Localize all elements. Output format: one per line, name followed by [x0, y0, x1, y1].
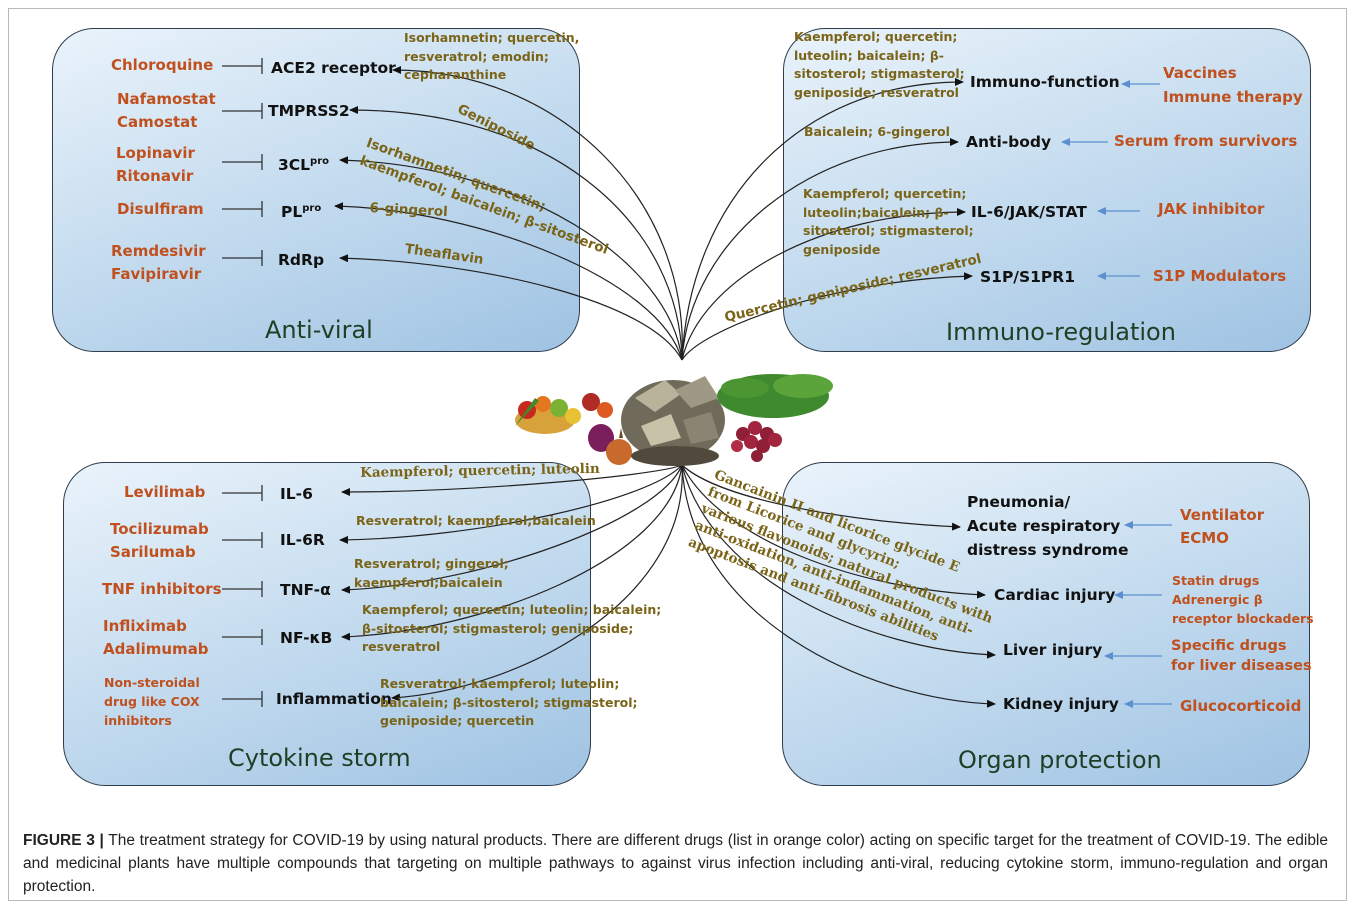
arrow-to-plpro [334, 202, 683, 361]
target-il6: IL-6 [280, 485, 313, 503]
arrow-to-pneumonia [681, 464, 961, 531]
caption-text: The treatment strategy for COVID-19 by u… [23, 832, 1329, 895]
target-ace2-receptor: ACE2 receptor [271, 59, 396, 77]
figure-frame [8, 8, 1347, 901]
drug-tnf-inhibitors: TNF inhibitors [102, 580, 222, 598]
drug-nsaid-cox-inhibitors: Non-steroidal drug like COX inhibitors [104, 675, 200, 728]
target-kidney-injury: Kidney injury [1003, 695, 1119, 713]
target-anti-body: Anti-body [966, 133, 1052, 151]
target-il6r: IL-6R [280, 531, 325, 549]
target-nf-kb: NF-κB [280, 629, 333, 647]
compounds-inflammation: Resveratrol; kaempferol; luteolin; baica… [380, 676, 638, 728]
arrow-to-cardiac [681, 464, 986, 599]
drug-jak-inhibitor: JAK inhibitor [1158, 200, 1265, 218]
target-pneumonia-ards: Pneumonia/ Acute respiratory distress sy… [967, 493, 1129, 559]
drug-camostat: Camostat [117, 113, 198, 131]
compounds-antibody: Baicalein; 6-gingerol [804, 124, 950, 139]
arrow-to-antibody [681, 138, 959, 361]
arrow-to-ace2 [392, 66, 683, 361]
arrow-to-inflammation [391, 464, 683, 702]
compounds-il6r: Resveratrol; kaempferol;baicalein [356, 513, 596, 528]
arrow-to-s1p [681, 272, 973, 361]
compounds-il6-jak-stat: Kaempferol; quercetin; luteolin;baicalei… [803, 186, 974, 257]
immuno-regulation-panel [783, 28, 1311, 352]
cytokine-storm-panel [63, 462, 591, 786]
drug-infliximab: Infliximab [103, 617, 187, 635]
compounds-nfkb: Kaempferol; quercetin; luteolin; baicale… [362, 602, 662, 654]
arrow-to-il6-jak-stat [681, 208, 966, 361]
drug-ritonavir: Ritonavir [116, 167, 194, 185]
drug-serum-from-survivors: Serum from survivors [1114, 132, 1298, 150]
drug-s1p-modulators: S1P Modulators [1153, 267, 1287, 285]
compounds-ace2: Isorhamnetin; quercetin, resveratrol; em… [404, 30, 580, 82]
target-3clpro: 3CLpro [278, 156, 330, 175]
arrow-to-nfkb [341, 464, 683, 641]
arrow-to-tnf [341, 464, 683, 594]
drug-lopinavir: Lopinavir [116, 144, 195, 162]
drug-ventilator: Ventilator [1180, 506, 1265, 524]
arrow-to-3clpro [339, 156, 683, 361]
immuno-regulation-title: Immuno-regulation [946, 318, 1176, 346]
target-tmprss2: TMPRSS2 [268, 102, 350, 120]
target-tnf-alpha: TNF-α [280, 581, 331, 599]
compounds-tnf: Resveratrol; gingerol; kaempferol;baical… [354, 556, 509, 590]
arrow-to-il6r [339, 464, 683, 544]
drug-tocilizumab: Tocilizumab [110, 520, 209, 538]
arrow-to-rdrp [339, 254, 683, 361]
drug-immune-therapy: Immune therapy [1163, 88, 1303, 106]
caption-label: FIGURE 3 | [23, 832, 104, 849]
cytokine-storm-title: Cytokine storm [228, 744, 411, 772]
drug-liver-specific: Specific drugs for liver diseases [1171, 638, 1312, 674]
drug-statin-beta-blockers: Statin drugs Adrenergic β receptor block… [1172, 573, 1314, 626]
arrow-to-tmprss2 [349, 106, 683, 361]
drug-levilimab: Levilimab [124, 483, 206, 501]
target-il6-jak-stat: IL-6/JAK/STAT [971, 203, 1087, 221]
arrow-to-liver [681, 464, 996, 659]
figure-caption: FIGURE 3 | The treatment strategy for CO… [23, 829, 1328, 898]
target-cardiac-injury: Cardiac injury [994, 586, 1116, 604]
arrow-to-kidney [681, 464, 996, 708]
drug-vaccines: Vaccines [1163, 64, 1237, 82]
drug-nafamostat: Nafamostat [117, 90, 216, 108]
organ-protection-title: Organ protection [958, 746, 1162, 774]
drug-favipiravir: Favipiravir [111, 265, 202, 283]
drug-chloroquine: Chloroquine [111, 56, 214, 74]
drug-disulfiram: Disulfiram [117, 200, 204, 218]
target-rdrp: RdRp [278, 251, 325, 269]
target-immuno-function: Immuno-function [970, 73, 1120, 91]
drug-adalimumab: Adalimumab [103, 640, 209, 658]
antiviral-title: Anti-viral [265, 316, 373, 344]
target-inflammation: Inflammation [276, 690, 392, 708]
drug-sarilumab: Sarilumab [110, 543, 196, 561]
drug-glucocorticoid: Glucocorticoid [1180, 697, 1302, 715]
compounds-immuno-function: Kaempferol; quercetin; luteolin; baicale… [794, 29, 965, 100]
drug-remdesivir: Remdesivir [111, 242, 206, 260]
target-liver-injury: Liver injury [1003, 641, 1103, 659]
arrow-to-immuno-function [681, 78, 964, 361]
drug-ecmo: ECMO [1180, 529, 1229, 547]
arrow-to-il6 [341, 464, 683, 496]
target-s1p-s1pr1: S1P/S1PR1 [980, 268, 1075, 286]
target-plpro: PLpro [281, 203, 322, 222]
antiviral-panel [52, 28, 580, 352]
organ-protection-panel [782, 462, 1310, 786]
plants-illustration [515, 374, 833, 466]
